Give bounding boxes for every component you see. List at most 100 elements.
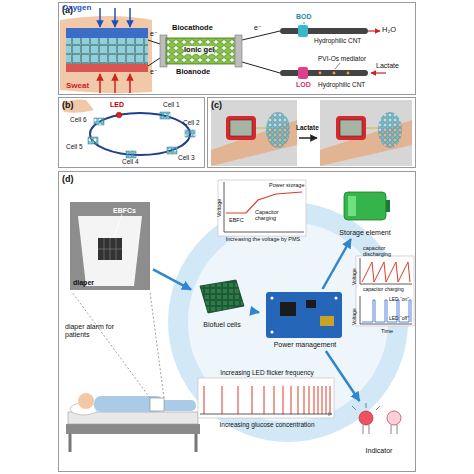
chart-box: Increasing LED flicker frequencyIncreasi… xyxy=(197,369,337,431)
node-label: LED “on” xyxy=(389,297,409,303)
electron-wire xyxy=(148,31,280,73)
figure-label: LOD xyxy=(296,81,311,89)
discharge-chart xyxy=(356,256,414,326)
bracelet-illustration xyxy=(160,112,170,119)
patient-illustration xyxy=(94,396,164,412)
cathode-fiber xyxy=(280,28,368,34)
cathode-fiber xyxy=(298,25,308,37)
patient-illustration xyxy=(78,393,94,409)
flicker-chart xyxy=(200,414,332,415)
electron-wire xyxy=(148,40,160,44)
power-management-board xyxy=(280,302,296,316)
power-management-board xyxy=(335,297,338,300)
power-management-board xyxy=(266,292,342,338)
wrist-illustration xyxy=(99,74,101,93)
charging-chart xyxy=(218,180,306,236)
watch-photo xyxy=(230,120,252,136)
electron-wire xyxy=(242,31,280,40)
node-label: Capacitor charging xyxy=(255,209,297,221)
node-label: Voltage xyxy=(216,199,222,217)
patient-illustration xyxy=(66,292,200,452)
wrist-illustration xyxy=(60,16,152,93)
bracelet-illustration xyxy=(62,100,195,159)
anode-fiber xyxy=(280,63,386,79)
anode-fiber xyxy=(319,72,322,75)
electron-wire xyxy=(242,62,280,73)
node-label: EBFC xyxy=(229,217,244,223)
wrist-illustration xyxy=(129,8,131,27)
anode-fiber xyxy=(298,67,308,79)
battery-icon xyxy=(344,192,386,220)
figure-label: H₂O xyxy=(382,26,396,34)
battery-icon xyxy=(344,192,390,220)
anode-fiber xyxy=(347,72,350,75)
figure-label: Lactate xyxy=(296,124,319,131)
diaper-photo xyxy=(78,216,142,286)
ionic-gel-bundle xyxy=(166,38,236,64)
diaper-photo-box: EBFCs diaper xyxy=(69,201,153,293)
diaper-photo xyxy=(98,238,122,260)
component-box: Indicator xyxy=(346,401,412,459)
power-management-board xyxy=(306,300,316,308)
led-indicator xyxy=(359,411,373,425)
discharge-chart xyxy=(360,258,412,324)
node-label: EBFCs xyxy=(113,207,136,215)
cathode-fiber xyxy=(304,22,305,24)
anode-fiber xyxy=(280,70,368,76)
connector-group xyxy=(153,239,359,401)
flicker-chart xyxy=(198,378,334,418)
watch-photo xyxy=(320,100,412,166)
watch-photo xyxy=(366,128,378,129)
node-label: Storage element xyxy=(319,229,411,237)
component-box: Biofuel cells xyxy=(191,279,253,333)
cathode-fiber xyxy=(280,22,380,37)
wrist-illustration xyxy=(66,38,148,64)
node-label: Power storage xyxy=(269,182,309,188)
charging-chart xyxy=(218,180,306,236)
chart-box: Voltagecapacitor dischargingcapacitor ch… xyxy=(351,245,415,337)
bracelet-illustration xyxy=(90,113,190,155)
patient-illustration xyxy=(70,434,196,452)
wrist-illustration xyxy=(129,74,131,93)
figure-label: Hydrophilic CNT xyxy=(318,81,365,88)
flow-arrow xyxy=(253,311,259,312)
led-indicator xyxy=(391,425,397,434)
figure-label: Sweat xyxy=(66,82,89,91)
figure-label: Ionic gel xyxy=(184,46,214,54)
flicker-chart xyxy=(198,378,334,418)
wrist-illustration xyxy=(114,74,116,93)
figure-label: Lactate xyxy=(376,62,399,70)
panel-letter: (c) xyxy=(211,100,222,110)
figure-label: Cell 1 xyxy=(163,101,180,108)
led-indicator xyxy=(352,403,380,434)
anode-fiber xyxy=(333,72,336,75)
figure-label: Oxygen xyxy=(62,4,91,13)
patient-illustration xyxy=(72,292,164,398)
cathode-fiber xyxy=(368,30,380,31)
wrist-illustration xyxy=(114,8,116,27)
diaper-photo xyxy=(98,238,122,260)
power-management-board xyxy=(271,297,274,300)
component-box: Storage element xyxy=(319,189,411,239)
power-management-board xyxy=(320,316,334,326)
discharge-chart xyxy=(362,262,410,282)
figure-label: BOD xyxy=(296,13,312,21)
node-label: Voltage xyxy=(352,308,358,325)
watch-photo xyxy=(336,116,366,140)
node-label: Indicator xyxy=(346,447,412,455)
node-label: diaper xyxy=(73,279,94,287)
figure-label: e⁻ xyxy=(150,30,158,38)
node-label: capacitor charging xyxy=(363,287,404,293)
biofuel-cell-array xyxy=(200,280,244,313)
node-label: Time xyxy=(381,328,393,334)
led-indicator xyxy=(352,403,401,434)
figure-label: LED xyxy=(110,101,124,109)
bracelet-illustration xyxy=(126,151,136,158)
bracelet-illustration xyxy=(167,147,177,154)
watch-photo xyxy=(256,128,266,129)
figure-label: e⁻ xyxy=(150,68,158,76)
patient-illustration xyxy=(150,398,164,411)
